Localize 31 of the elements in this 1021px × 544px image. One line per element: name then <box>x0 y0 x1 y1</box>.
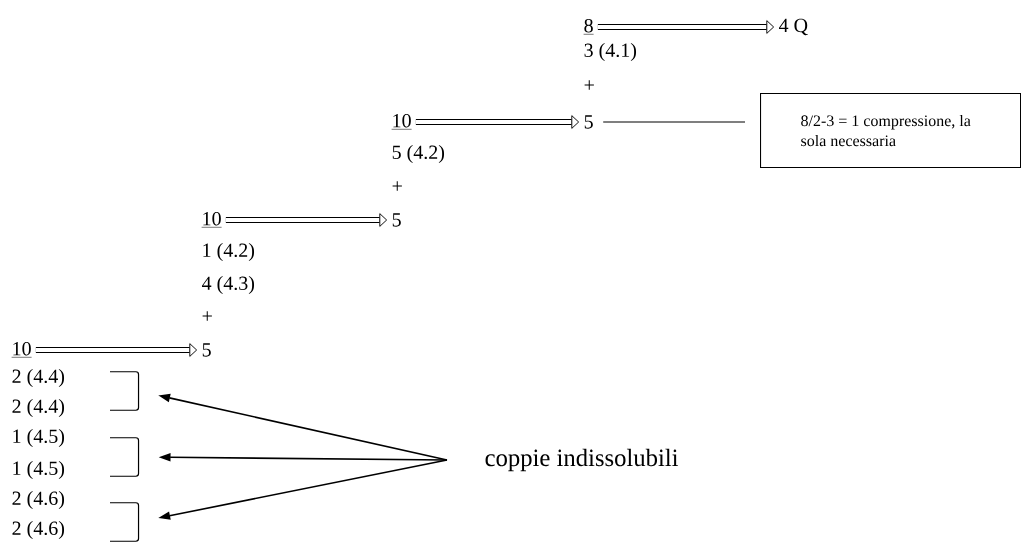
term: 2 (4.4) <box>12 368 65 388</box>
number: 8 <box>583 18 594 35</box>
block-arrow <box>597 20 775 34</box>
term: + <box>202 311 212 321</box>
term: 3 (4.1) <box>584 42 637 62</box>
block-arrow <box>225 213 388 227</box>
term: + <box>392 181 402 191</box>
term: 1 (4.5) <box>13 460 65 480</box>
note-box: 8/2-3 = 1 compressione, la sola necessaria <box>760 93 1021 169</box>
number: 5 <box>202 343 211 357</box>
term: 1 (4.5) <box>13 428 65 448</box>
bracket <box>109 437 140 477</box>
block-arrow <box>35 343 198 357</box>
term: 2 (4.4) <box>12 398 65 418</box>
number: 4 Q <box>779 18 808 36</box>
term: 5 (4.2) <box>392 144 445 164</box>
term: 4 (4.3) <box>202 275 255 295</box>
number: 10 <box>391 113 412 130</box>
note-text: coppie indissolubili <box>485 448 679 472</box>
term: 2 (4.6) <box>12 490 65 510</box>
block-arrow <box>415 115 580 129</box>
bracket <box>109 371 140 411</box>
number: 10 <box>201 211 222 228</box>
number: 10 <box>11 341 32 358</box>
number: 5 <box>584 115 593 129</box>
term: + <box>584 80 594 90</box>
term: 1 (4.2) <box>203 242 255 262</box>
term: 2 (4.6) <box>12 520 65 540</box>
leader-line <box>602 121 746 123</box>
number: 5 <box>392 213 401 227</box>
bracket <box>109 502 140 542</box>
